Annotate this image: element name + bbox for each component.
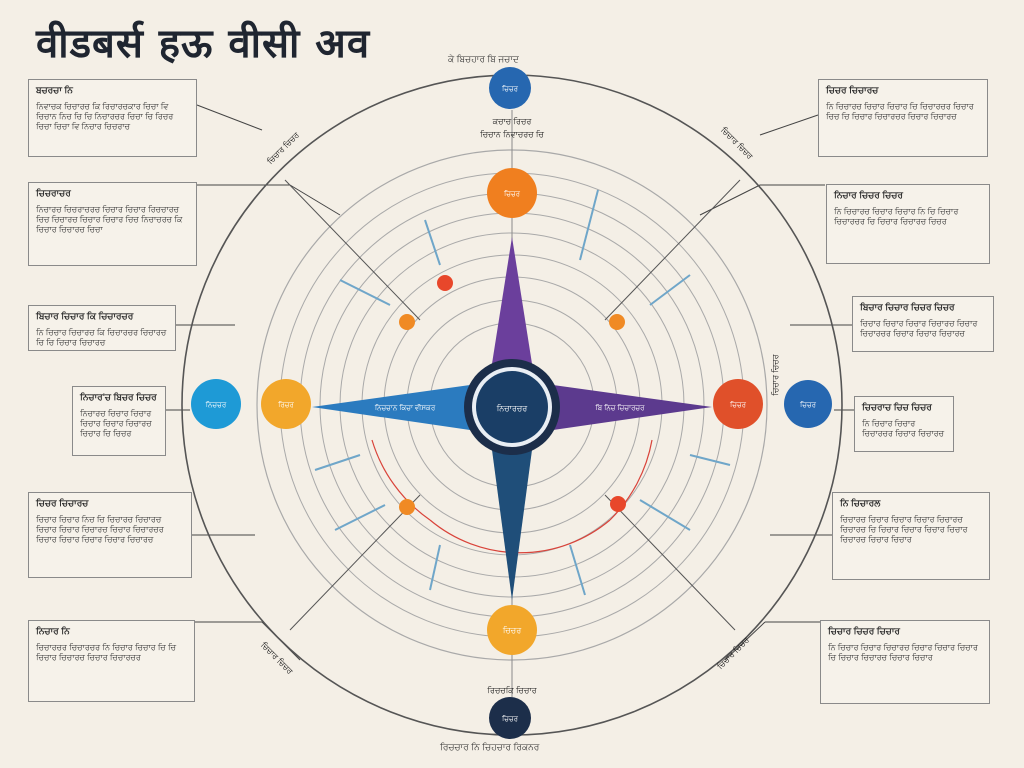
callout-left-2: ਚਿਚਰਾਚਰ ਨਿਚਾਰਚ ਚਿਚਰਾਚਰਚ ਚਿਚਾਰ ਚਿਚਾਰ ਰਿਚਚ… <box>28 182 197 266</box>
node-right-outer <box>784 380 832 428</box>
callout-text: ਨਿ ਚਿਚਾਰ ਚਿਚਾਰ ਚਿਚਾਰਚ ਚਿਚਾਰ ਚਿਚਾਰ ਚਿਚਾਰ … <box>828 643 978 662</box>
upper-label: ਕਚਾਚ ਰਿਚਰ <box>492 117 533 126</box>
callout-left-1: ਬਚਰਚਾ ਨਿ ਨਿਵਾਚਕ ਚਿਚਾਰਚ ਕਿ ਰਿਚਾਰਚਕਾਰ ਚਿਚਾ… <box>28 79 197 157</box>
arm-south <box>492 428 532 600</box>
node-right-outer-label: ਚਿਚਰ <box>799 401 817 409</box>
node-bottom-inner <box>487 605 537 655</box>
diagonal-label-ne: ਚਿਚਾਰ ਚਿਚਰ <box>718 125 755 162</box>
node-top-outer-label: ਚਿਚਰ <box>501 85 519 93</box>
callout-text: ਚਿਚਾਰਚਰ ਚਿਚਾਰਚਰ ਨਿ ਚਿਚਾਰ ਚਿਚਾਰ ਚਿ ਚਿ ਚਿਚ… <box>36 643 176 662</box>
callout-right-3: ਬਿਚਾਰ ਚਿਚਾਰ ਚਿਚਰ ਚਿਚਰ ਚਿਚਾਰ ਚਿਚਾਰ ਚਿਚਾਰ … <box>852 296 994 352</box>
node-top-inner <box>487 168 537 218</box>
callout-title: ਨਿਚਾਰ ਨਿ <box>36 626 70 636</box>
lower-label: ਰਿਚਚਕਿ ਚਿਚਾਰ <box>486 686 537 695</box>
diagonal-label-se: ਚਿਚਾਰ ਚਿਚਰ <box>715 635 752 672</box>
diagonal-lines <box>284 179 741 631</box>
callout-left-5: ਚਿਚਰ ਚਿਚਾਰਚ ਚਿਚਾਰ ਚਿਚਾਰ ਨਿਚ ਚਿ ਚਿਚਾਰਚ ਚਿ… <box>28 492 192 578</box>
upper-sublabel: ਚਿਚਾਨ ਨਿਵਾਚਰਚ ਚਿ <box>479 130 544 139</box>
arm-east-label: ਬਿ ਨਿਚ ਚਿਚਾਰਚਰ <box>595 404 646 412</box>
callout-right-5: ਨਿ ਚਿਚਾਰਲ ਚਿਚਾਰਚ ਚਿਚਾਰ ਚਿਚਾਰ ਚਿਚਾਰ ਚਿਚਾਰ… <box>832 492 990 580</box>
node-right-inner-label: ਚਿਚਰ <box>729 401 747 409</box>
callout-right-6: ਚਿਚਾਰ ਚਿਚਰ ਚਿਚਾਰ ਨਿ ਚਿਚਾਰ ਚਿਚਾਰ ਚਿਚਾਰਚ ਚ… <box>820 620 990 704</box>
callout-title: ਬਿਚਾਰ ਚਿਚਾਰ ਚਿਚਰ ਚਿਚਰ <box>860 302 955 312</box>
arm-west-label: ਨਿਚਚਾਨ ਕਿਚਾ ਵੀਸਕਰ <box>374 404 436 412</box>
diagonal-label-sw: ਚਿਚਾਰ ਚਿਚਰ <box>258 640 295 677</box>
callout-left-3: ਬਿਚਾਰ ਚਿਚਾਰ ਕਿ ਚਿਚਾਰਚਰ ਨਿ ਚਿਚਾਰ ਚਿਚਾਰਚ ਕ… <box>28 305 176 351</box>
callout-text: ਨਿ ਚਿਚਾਰ ਚਿਚਾਰ ਚਿਚਾਰਚਰ ਚਿਚਾਰ ਚਿਚਾਰਚ <box>862 419 945 438</box>
center-hub <box>476 371 548 443</box>
callout-text: ਚਿਚਾਰ ਚਿਚਾਰ ਨਿਚ ਚਿ ਚਿਚਾਰਚ ਚਿਚਾਰਚ ਚਿਚਾਰ ਚ… <box>36 515 164 544</box>
center-label: ਨਿਚਾਰਚਰ <box>496 404 529 413</box>
callout-title: ਚਿਚਰ ਚਿਚਾਰਚ <box>826 85 879 95</box>
red-arc-left <box>371 439 431 521</box>
callout-title: ਬਚਰਚਾ ਨਿ <box>36 85 73 95</box>
callout-title: ਨਿ ਚਿਚਾਰਲ <box>840 498 881 508</box>
small-dots <box>399 275 626 515</box>
red-arc-right <box>609 439 653 521</box>
top-caption: ਕੇ ਬਿਚਹਾਰ ਬਿ ਜਚਾਦ <box>448 54 519 64</box>
node-left-outer-label: ਨਿਚਚਰ <box>205 401 227 409</box>
callout-text: ਨਿਚਾਰਚ ਚਿਚਾਰ ਚਿਚਾਰ ਚਿਚਾਰ ਚਿਚਾਰ ਚਿਚਾਰਚ ਚਿ… <box>80 409 152 438</box>
bottom-caption: ਰਿਚਚਾਰ ਨਿ ਚਿਹਚਾਰ ਰਿਕਨਰ <box>440 742 540 752</box>
callout-title: ਚਿਚਰਾਚ ਚਿਚ ਚਿਚਰ <box>862 402 932 412</box>
node-bottom-outer <box>489 697 531 739</box>
arm-west <box>312 385 492 430</box>
callout-title: ਚਿਚਾਰ ਚਿਚਰ ਚਿਚਾਰ <box>828 626 900 636</box>
callout-title: ਚਿਚਰ ਚਿਚਾਰਚ <box>36 498 89 508</box>
node-left-outer <box>191 379 241 429</box>
callout-left-4: ਨਿਚਾਰ'ਚ ਬਿਚਰ ਚਿਚਰ ਨਿਚਾਰਚ ਚਿਚਾਰ ਚਿਚਾਰ ਚਿਚ… <box>72 386 166 456</box>
diagonal-label-nw: ਚਿਚਾਰ ਚਿਚਰ <box>265 130 302 167</box>
red-arc <box>429 519 611 554</box>
tick-marks <box>314 189 731 596</box>
callout-text: ਨਿਚਾਰਚ ਚਿਚਰਾਚਰਚ ਚਿਚਾਰ ਚਿਚਾਰ ਰਿਚਚਾਰਚ ਚਿਚ … <box>36 205 183 234</box>
callout-right-2: ਨਿਚਾਰ ਚਿਚਰ ਚਿਚਰ ਨਿ ਚਿਚਾਰਚ ਚਿਚਾਰ ਚਿਚਾਰ ਨਿ… <box>826 184 990 264</box>
node-top-outer <box>489 67 531 109</box>
callout-text: ਨਿ ਚਿਚਾਰ ਚਿਚਾਰਚ ਕਿ ਚਿਚਾਰਚਰ ਚਿਚਾਰਚ ਚਿ ਚਿ … <box>36 328 167 347</box>
callout-title: ਨਿਚਾਰ'ਚ ਬਿਚਰ ਚਿਚਰ <box>80 392 157 402</box>
callout-text: ਚਿਚਾਰਚ ਚਿਚਾਰ ਚਿਚਾਰ ਚਿਚਾਰ ਚਿਚਾਰਚ ਚਿਚਾਰਚ ਚ… <box>840 515 968 544</box>
page-title: वीडबर्स हऊ वीसी अव <box>36 20 371 67</box>
node-bottom-inner-label: ਚਿਚਰ <box>502 626 522 635</box>
node-bottom-outer-label: ਚਿਚਰ <box>501 715 519 723</box>
node-left-inner <box>261 379 311 429</box>
callout-text: ਨਿ ਚਿਚਾਰਚ ਚਿਚਾਰ ਚਿਚਾਰ ਚਿ ਚਿਚਾਰਚਰ ਚਿਚਾਰ ਚ… <box>826 102 974 121</box>
callout-title: ਬਿਚਾਰ ਚਿਚਾਰ ਕਿ ਚਿਚਾਰਚਰ <box>36 311 134 321</box>
callout-text: ਚਿਚਾਰ ਚਿਚਾਰ ਚਿਚਾਰ ਚਿਚਾਰਚ ਚਿਚਾਰ ਚਿਚਾਰਚਰ ਚ… <box>860 319 978 338</box>
callout-title: ਚਿਚਰਾਚਰ <box>36 188 71 198</box>
callout-text: ਨਿਵਾਚਕ ਚਿਚਾਰਚ ਕਿ ਰਿਚਾਰਚਕਾਰ ਚਿਚਾ ਵਿ ਚਿਚਾਨ… <box>36 102 174 131</box>
arm-north <box>491 237 533 392</box>
node-right-inner <box>713 379 763 429</box>
side-label-right: ਚਿਚਾਰ ਚਿਚਰ <box>771 353 780 396</box>
callout-text: ਨਿ ਚਿਚਾਰਚ ਚਿਚਾਰ ਚਿਚਾਰ ਨਿ ਚਿ ਚਿਚਾਰ ਚਿਚਾਰਚ… <box>834 207 959 226</box>
callout-right-1: ਚਿਚਰ ਚਿਚਾਰਚ ਨਿ ਚਿਚਾਰਚ ਚਿਚਾਰ ਚਿਚਾਰ ਚਿ ਚਿਚ… <box>818 79 988 157</box>
node-left-inner-label: ਰਿਚਰ <box>277 401 294 409</box>
callout-left-6: ਨਿਚਾਰ ਨਿ ਚਿਚਾਰਚਰ ਚਿਚਾਰਚਰ ਨਿ ਚਿਚਾਰ ਚਿਚਾਰ … <box>28 620 195 702</box>
callout-right-4: ਚਿਚਰਾਚ ਚਿਚ ਚਿਚਰ ਨਿ ਚਿਚਾਰ ਚਿਚਾਰ ਚਿਚਾਰਚਰ ਚ… <box>854 396 954 452</box>
callout-title: ਨਿਚਾਰ ਚਿਚਰ ਚਿਚਰ <box>834 190 903 200</box>
node-top-inner-label: ਚਿਚਰ <box>503 190 521 198</box>
arm-east <box>532 385 712 430</box>
